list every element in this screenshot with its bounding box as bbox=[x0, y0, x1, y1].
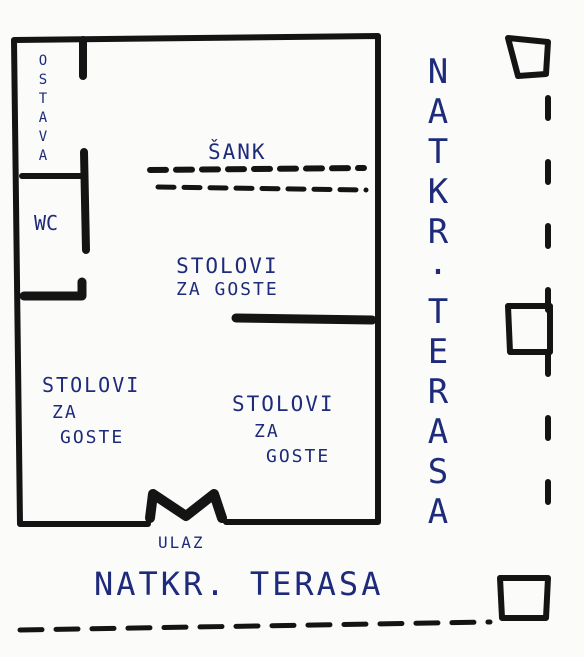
room-left-label: STOLOVI ZA GOSTE bbox=[42, 374, 140, 448]
room-left-line2: ZA bbox=[52, 402, 78, 423]
terrace-side-letter: T bbox=[427, 292, 449, 332]
terrace-side-letter: E bbox=[427, 332, 449, 372]
terrace-side-letter: A bbox=[427, 92, 449, 132]
entrance-door bbox=[145, 489, 227, 523]
terrace-side-letter: R bbox=[427, 372, 449, 412]
terrace-side-letter: T bbox=[427, 132, 449, 172]
storage-letters: OSTAVA bbox=[38, 53, 48, 164]
terrace-side-letter: S bbox=[427, 452, 449, 492]
room-left-line1: STOLOVI bbox=[42, 373, 141, 397]
terrace-side-letter: N bbox=[427, 52, 449, 92]
terrace-side-letter: A bbox=[427, 492, 449, 532]
room-right-line2: ZA bbox=[254, 421, 280, 443]
column-middle bbox=[505, 303, 553, 355]
terrace-edge-bottom bbox=[17, 619, 493, 633]
entrance-label: ULAZ bbox=[158, 533, 205, 552]
room-right-label: STOLOVI ZA GOSTE bbox=[232, 392, 335, 468]
room-right-line3: GOSTE bbox=[266, 445, 331, 467]
column-top bbox=[505, 35, 551, 79]
partition-wall bbox=[231, 313, 377, 325]
bar-label: ŠANK bbox=[208, 140, 267, 164]
wc-wall bbox=[80, 148, 90, 254]
storage-label: OSTAVA bbox=[36, 52, 50, 166]
bar-counter-top bbox=[147, 165, 367, 173]
column-bottom bbox=[497, 575, 551, 621]
terrace-bottom-label: NATKR. TERASA bbox=[94, 565, 384, 603]
terrace-side-letter: R bbox=[427, 212, 449, 252]
wc-bottom-wall bbox=[19, 277, 87, 301]
outer-walls bbox=[11, 33, 381, 527]
terrace-side-letter: A bbox=[427, 412, 449, 452]
room-right-line1: STOLOVI bbox=[232, 392, 335, 416]
wc-label: WC bbox=[34, 211, 59, 235]
room-left-line3: GOSTE bbox=[60, 426, 125, 448]
terrace-side-letter: . bbox=[427, 243, 449, 283]
bar-counter-bottom bbox=[155, 184, 369, 193]
terrace-side-letter: K bbox=[427, 172, 449, 212]
room-upper-line1: STOLOVI bbox=[176, 254, 279, 278]
room-upper-line2: ZA GOSTE bbox=[176, 279, 279, 301]
room-upper-label: STOLOVI ZA GOSTE bbox=[176, 254, 279, 301]
